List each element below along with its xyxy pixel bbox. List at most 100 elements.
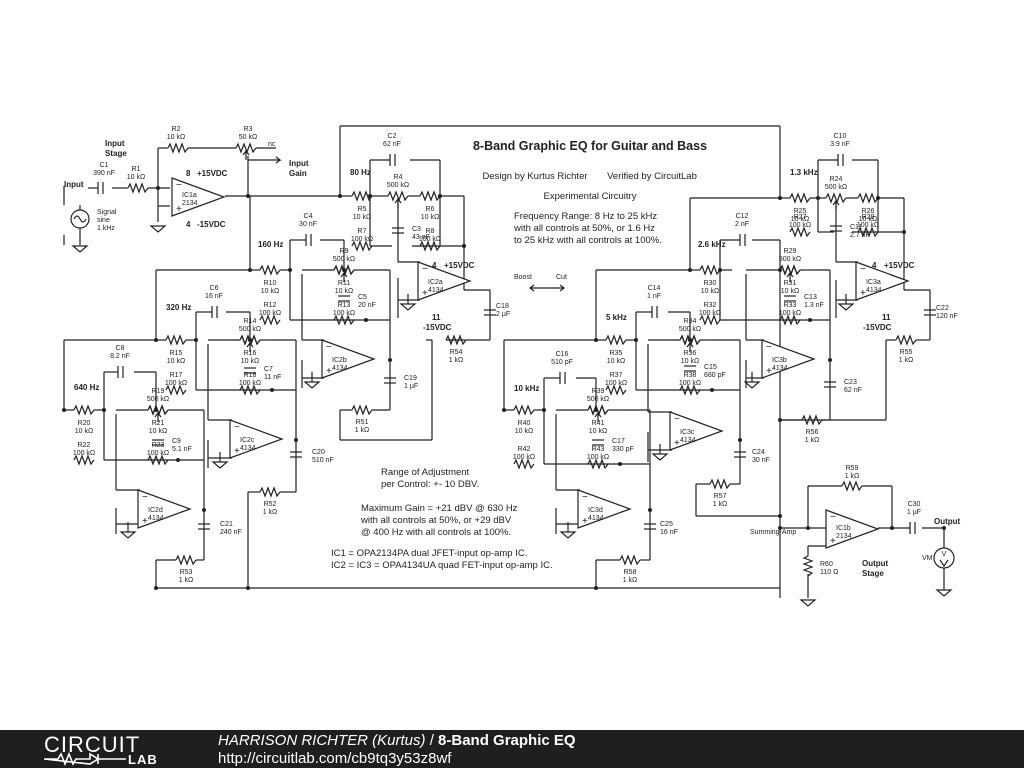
resistor-r1-zigzag <box>127 182 149 194</box>
resistor-r56-zigzag <box>801 414 823 426</box>
ic2b-label: IC2b <box>332 357 347 364</box>
r27-value: 100 kΩ <box>789 222 811 229</box>
r34-ref: R34 <box>684 318 697 325</box>
ic1a-label: IC1a <box>182 192 197 199</box>
junction-dot <box>594 586 598 590</box>
r24-value: 500 kΩ <box>825 184 847 191</box>
r16-value: 10 kΩ <box>241 358 259 365</box>
potentiometer-r4-zigzag <box>387 190 409 202</box>
capacitor-c6 <box>211 306 218 318</box>
ic3c-part: 4134 <box>680 437 696 444</box>
r28-ref: R28 <box>862 214 875 221</box>
r33-ref: R33 <box>784 302 797 309</box>
c15-ref: C15 <box>704 364 717 371</box>
c11-value: 2.7 nF <box>850 232 870 239</box>
footer-author[interactable]: HARRISON RICHTER (Kurtus) <box>218 732 426 749</box>
capacitor-c30 <box>909 522 916 534</box>
c3-ref: C3 <box>412 226 421 233</box>
junction-dot <box>342 268 346 272</box>
resistor-r12 <box>259 314 281 326</box>
c5-value: 20 nF <box>358 302 376 309</box>
resistor-r52 <box>259 486 281 498</box>
opamp-ic3d: −+ <box>577 489 632 529</box>
r24-ref: R24 <box>830 176 843 183</box>
footer-url-link[interactable]: http://circuitlab.com/cb9tq3y53z8wf <box>218 750 452 767</box>
c24-ref: C24 <box>752 449 765 456</box>
c11-ref: C11 <box>850 224 862 231</box>
junction-dot <box>688 338 692 342</box>
resistor-r40-zigzag <box>513 404 535 416</box>
junction-dot <box>102 408 106 412</box>
potentiometer-r4-wiper <box>394 198 402 208</box>
r60-value: 110 Ω <box>820 569 838 576</box>
opamp-ic3d-minus-sign: − <box>582 492 588 503</box>
r18-ref: R18 <box>244 372 257 379</box>
r15-value: 10 kΩ <box>167 358 185 365</box>
resistor-r60 <box>802 555 814 577</box>
opamp-ic3a: −+ <box>855 261 910 301</box>
footer-project[interactable]: 8-Band Graphic EQ <box>438 732 576 749</box>
c3-value: 43 nF <box>412 234 430 241</box>
r29-ref: R29 <box>784 248 797 255</box>
opamp-ic2a-plus-sign: + <box>422 288 428 299</box>
output-stage-label-2: Stage <box>862 569 884 578</box>
footer-separator: / <box>425 732 439 749</box>
r59-value: 1 kΩ <box>845 473 860 480</box>
resistor-r15 <box>165 334 187 346</box>
c9-value: 5.1 nF <box>172 446 192 453</box>
c8-value: 8.2 nF <box>110 353 130 360</box>
opamp-ic2c-minus-sign: − <box>234 422 240 433</box>
capacitor-c11 <box>830 225 842 232</box>
opamp-ic3d-plus-sign: + <box>582 516 588 527</box>
c8-ref: C8 <box>116 345 125 352</box>
c1-value: 390 nF <box>93 170 115 177</box>
capacitor-c12 <box>739 234 746 246</box>
resistor-r51-zigzag <box>351 404 373 416</box>
ground-icon <box>149 225 167 233</box>
c14-value: 1 nF <box>647 293 661 300</box>
freq-range-line-3: to 25 kHz with all controls at 100%. <box>514 235 662 246</box>
cut-label: Cut <box>556 274 567 281</box>
r53-ref: R53 <box>180 569 193 576</box>
resistor-r10-zigzag <box>259 264 281 276</box>
opamp-ic1a-minus-sign: − <box>176 180 182 191</box>
r31-value: 10 kΩ <box>781 288 799 295</box>
ic1a-plus15: +15VDC <box>197 169 228 178</box>
capacitor-c8 <box>117 366 124 378</box>
r9-ref: R9 <box>340 248 349 255</box>
junction-dot <box>338 194 342 198</box>
r28-value: 100 kΩ <box>857 222 879 229</box>
c12-value: 2 nF <box>735 221 749 228</box>
c17-value: 330 pF <box>612 446 634 453</box>
r7-value: 100 kΩ <box>351 236 373 243</box>
junction-dot <box>156 186 160 190</box>
c4-ref: C4 <box>304 213 313 220</box>
resistor-r26 <box>857 192 879 204</box>
resistor-r22 <box>73 454 95 466</box>
resistor-r38 <box>679 384 701 396</box>
c24-value: 30 nF <box>752 457 770 464</box>
capacitor-c22 <box>924 309 936 316</box>
resistor-r20 <box>73 404 95 416</box>
band-label-0: 80 Hz <box>350 168 371 177</box>
r16-ref: R16 <box>244 350 257 357</box>
ic2d-part: 4134 <box>148 515 164 522</box>
r3-ref: R3 <box>244 126 253 133</box>
potentiometer-r24-wiper <box>832 200 840 210</box>
ic-note-line-1: IC1 = OPA2134PA dual JFET-input op-amp I… <box>331 548 527 559</box>
c16-value: 510 pF <box>551 359 573 366</box>
sine-wave-icon <box>73 215 87 223</box>
r41-ref: R41 <box>592 420 605 427</box>
ic2a-pin4: 4 <box>432 261 437 270</box>
junction-dot <box>542 408 546 412</box>
footer-bar: CIRCUIT LAB HARRISON RICHTER (Kurtus) / … <box>0 730 1024 768</box>
circuitlab-logo[interactable]: CIRCUIT LAB <box>44 732 174 767</box>
freq-range-line-1: Frequency Range: 8 Hz to 25 kHz <box>514 211 657 222</box>
resistor-r7-zigzag <box>351 240 373 252</box>
r39-value: 500 kΩ <box>587 396 609 403</box>
resistor-r1 <box>127 182 149 194</box>
resistor-r22-zigzag <box>73 454 95 466</box>
r1-value: 10 kΩ <box>127 174 145 181</box>
opamp-ic2d-plus-sign: + <box>142 516 148 527</box>
resistor-r31-zigzag <box>779 264 801 276</box>
